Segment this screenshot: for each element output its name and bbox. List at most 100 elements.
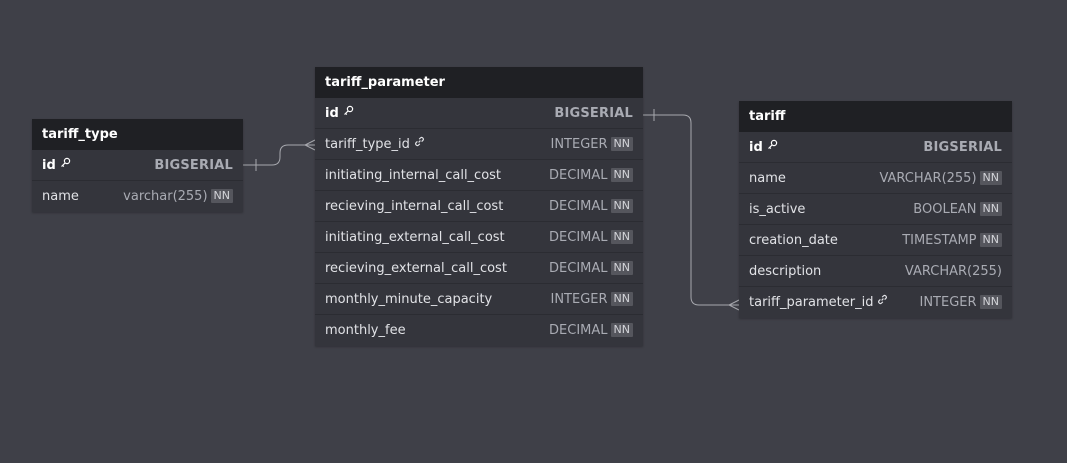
field-type-text: BIGSERIAL: [923, 140, 1002, 155]
field-name-text: name: [749, 171, 786, 186]
field-name-text: initiating_internal_call_cost: [325, 168, 502, 183]
field-type-text: DECIMAL: [549, 199, 608, 214]
not-null-badge: NN: [610, 229, 633, 244]
field-name: tariff_parameter_id: [749, 287, 888, 318]
field-name: monthly_minute_capacity: [325, 284, 492, 315]
field-name: name: [42, 181, 79, 212]
field-name: creation_date: [749, 225, 838, 256]
field-name: monthly_fee: [325, 315, 406, 346]
field-name-text: creation_date: [749, 233, 838, 248]
field-name: initiating_external_call_cost: [325, 222, 505, 253]
field-type: varchar(255)NN: [123, 181, 233, 212]
relation-line-tariff-parameter: [643, 114, 739, 306]
field-name-text: is_active: [749, 202, 806, 217]
field-type-text: BIGSERIAL: [554, 106, 633, 121]
field-name: id: [325, 98, 354, 129]
field-type-text: varchar(255): [123, 189, 208, 204]
field-row-name[interactable]: name VARCHAR(255)NN: [739, 163, 1012, 194]
field-type-text: VARCHAR(255): [904, 264, 1002, 279]
field-type-text: BOOLEAN: [913, 202, 977, 217]
field-type: BIGSERIAL: [923, 132, 1002, 163]
table-fields: id BIGSERIAL name varchar(255)NN: [32, 150, 243, 212]
not-null-badge: NN: [610, 291, 633, 306]
field-name-text: monthly_fee: [325, 323, 406, 338]
not-null-badge: NN: [610, 167, 633, 182]
field-row-name[interactable]: name varchar(255)NN: [32, 181, 243, 212]
field-name-text: recieving_internal_call_cost: [325, 199, 504, 214]
field-row-id[interactable]: id BIGSERIAL: [315, 98, 643, 129]
field-name: id: [42, 150, 71, 181]
field-name: initiating_internal_call_cost: [325, 160, 501, 191]
field-type-text: DECIMAL: [549, 230, 608, 245]
key-icon: [767, 131, 778, 162]
field-type: VARCHAR(255)NN: [879, 163, 1002, 194]
field-name-text: description: [749, 264, 822, 279]
field-type-text: DECIMAL: [549, 261, 608, 276]
not-null-badge: NN: [610, 198, 633, 213]
table-header[interactable]: tariff_parameter: [315, 67, 643, 98]
field-name-text: name: [42, 189, 79, 204]
field-name: name: [749, 163, 786, 194]
not-null-badge: NN: [610, 322, 633, 337]
field-row-id[interactable]: id BIGSERIAL: [739, 132, 1012, 163]
field-type-text: DECIMAL: [549, 323, 608, 338]
table-tariff-parameter[interactable]: tariff_parameter id BIGSERIAL tariff_type_…: [315, 67, 643, 346]
table-header[interactable]: tariff: [739, 101, 1012, 132]
field-type-text: INTEGER: [550, 292, 608, 307]
field-name: description: [749, 256, 821, 287]
table-tariff-type[interactable]: tariff_type id BIGSERIAL name varchar(255)N…: [32, 119, 243, 212]
field-name-text: recieving_external_call_cost: [325, 261, 507, 276]
field-name: recieving_external_call_cost: [325, 253, 507, 284]
not-null-badge: NN: [979, 232, 1002, 247]
field-row-id[interactable]: id BIGSERIAL: [32, 150, 243, 181]
not-null-badge: NN: [610, 136, 633, 151]
relation-line-tariff-type: [243, 144, 315, 166]
field-name: tariff_type_id: [325, 129, 425, 160]
table-header[interactable]: tariff_type: [32, 119, 243, 150]
many-marker: [727, 299, 740, 311]
field-row-description[interactable]: description VARCHAR(255): [739, 256, 1012, 287]
field-type: BIGSERIAL: [554, 98, 633, 129]
field-type-text: TIMESTAMP: [902, 233, 977, 248]
field-type-text: BIGSERIAL: [154, 158, 233, 173]
field-type-text: DECIMAL: [549, 168, 608, 183]
field-name-text: tariff_type_id: [325, 137, 410, 152]
not-null-badge: NN: [979, 170, 1002, 185]
field-type: BIGSERIAL: [154, 150, 233, 181]
field-type: VARCHAR(255): [905, 256, 1002, 287]
link-icon: [877, 286, 888, 317]
link-icon: [414, 128, 425, 159]
not-null-badge: NN: [979, 201, 1002, 216]
field-name-text: tariff_parameter_id: [749, 295, 874, 310]
field-name-text: id: [42, 158, 56, 173]
field-name-text: initiating_external_call_cost: [325, 230, 505, 245]
field-name-text: id: [749, 140, 763, 155]
field-name-text: monthly_minute_capacity: [325, 292, 493, 307]
field-type-text: VARCHAR(255): [879, 171, 977, 186]
field-name-text: id: [325, 106, 339, 121]
field-type-text: INTEGER: [919, 295, 977, 310]
field-name: is_active: [749, 194, 805, 225]
